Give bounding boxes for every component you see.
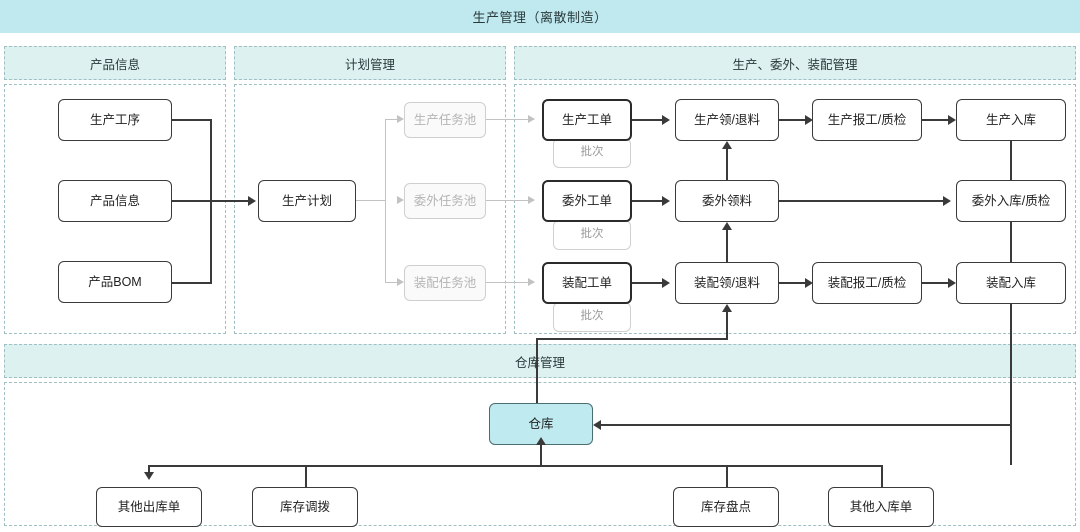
edge-bus-to-pool-assembly [385,282,399,284]
edge-inbound-to-warehouse-vertical [1010,304,1012,465]
node-inbound-assembly[interactable]: 装配入库 [956,262,1066,304]
node-batch-assembly[interactable]: 批次 [553,302,631,332]
arrowhead-to-production-plan [248,196,256,206]
node-stock-count[interactable]: 库存盘点 [673,487,779,527]
edge-warehouse-feed-horizontal [536,338,728,340]
edge-pick-outsource-to-production [726,149,728,180]
arrowhead-to-inbound-outsource [943,196,951,206]
arrowhead-pick-production-up [722,141,732,149]
edge-pool-to-wo-assembly [486,282,534,284]
edge-bom-to-bus [172,282,212,284]
page-title: 生产管理（离散制造） [0,0,1080,33]
edge-pool-to-wo-outsource [486,200,534,202]
node-product-bom[interactable]: 产品BOM [58,261,172,303]
section-header-plan-management: 计划管理 [234,46,506,80]
arrowhead-to-wo-assembly [528,278,535,286]
arrowhead-to-pick-production [662,115,670,125]
bottom-distribution-bus [148,465,882,467]
node-pick-assembly[interactable]: 装配领/退料 [675,262,779,304]
edge-inbound-production-to-outsource [1010,141,1012,180]
section-header-product-info: 产品信息 [4,46,226,80]
edge-pool-distribution-bus [385,119,387,283]
node-production-process[interactable]: 生产工序 [58,99,172,141]
node-work-order-production[interactable]: 生产工单 [542,99,632,141]
edge-inbound-outsource-to-assembly [1010,222,1012,262]
node-batch-outsource[interactable]: 批次 [553,220,631,250]
arrowhead-to-report-assembly [805,278,813,288]
arrowhead-pick-outsource-up [722,222,732,230]
node-stock-transfer[interactable]: 库存调拨 [252,487,358,527]
edge-warehouse-to-pick-assembly [726,312,728,340]
node-other-inbound[interactable]: 其他入库单 [828,487,934,527]
arrowhead-to-pool-assembly [397,278,404,286]
arrowhead-to-pick-assembly [662,278,670,288]
arrowhead-to-warehouse-left [593,420,601,430]
arrowhead-to-pick-outsource [662,196,670,206]
node-batch-production[interactable]: 批次 [553,138,631,168]
edge-bus-to-other-inbound [881,465,883,488]
arrowhead-to-wo-outsource [528,196,535,204]
node-work-order-assembly[interactable]: 装配工单 [542,262,632,304]
arrowhead-to-inbound-assembly [948,278,956,288]
node-production-plan[interactable]: 生产计划 [258,180,356,222]
node-pool-production[interactable]: 生产任务池 [404,102,486,138]
panel-plan-management [234,84,506,334]
node-inbound-outsource[interactable]: 委外入库/质检 [956,180,1066,222]
edge-wo-to-pick-outsource [632,200,664,202]
node-pick-production[interactable]: 生产领/退料 [675,99,779,141]
edge-warehouse-to-bottom-bus [540,445,542,465]
edge-pool-to-wo-production [486,119,534,121]
edge-report-to-inbound-assembly [922,282,950,284]
panel-production-management [514,84,1076,334]
edge-process-to-bus [172,119,212,121]
edge-pick-assembly-to-outsource [726,230,728,262]
node-inbound-production[interactable]: 生产入库 [956,99,1066,141]
panel-product-info [4,84,226,334]
arrowhead-to-inbound-production [948,115,956,125]
edge-inbound-to-warehouse-horizontal [601,424,1011,426]
edge-pick-outsource-to-inbound [779,200,945,202]
edge-bus-to-stock-transfer [305,465,307,488]
arrowhead-to-wo-production [528,115,535,123]
edge-warehouse-feed-vertical [536,338,538,404]
node-report-production[interactable]: 生产报工/质检 [812,99,922,141]
edge-wo-to-pick-production [632,119,664,121]
arrowhead-to-pool-outsource [397,196,404,204]
node-pick-outsource[interactable]: 委外领料 [675,180,779,222]
node-product-info[interactable]: 产品信息 [58,180,172,222]
arrowhead-pick-assembly-up [722,304,732,312]
node-other-outbound[interactable]: 其他出库单 [96,487,202,527]
node-work-order-outsource[interactable]: 委外工单 [542,180,632,222]
edge-bus-to-stock-count [726,465,728,488]
arrowhead-to-pool-production [397,115,404,123]
edge-bus-to-other-outbound [148,465,150,477]
node-report-assembly[interactable]: 装配报工/质检 [812,262,922,304]
panel-warehouse [4,382,1076,526]
edge-pick-to-report-production [779,119,807,121]
edge-bus-to-pool-production [385,119,399,121]
arrowhead-warehouse-up [536,437,546,445]
edge-bus-to-plan [172,200,250,202]
node-pool-assembly[interactable]: 装配任务池 [404,265,486,301]
edge-plan-to-pool-bus [356,200,386,202]
edge-pick-to-report-assembly [779,282,807,284]
edge-report-to-inbound-production [922,119,950,121]
edge-wo-to-pick-assembly [632,282,664,284]
arrowhead-to-report-production [805,115,813,125]
section-header-production-management: 生产、委外、装配管理 [514,46,1076,80]
node-pool-outsource[interactable]: 委外任务池 [404,183,486,219]
section-header-warehouse: 仓库管理 [4,344,1076,378]
arrowhead-to-other-outbound [144,472,154,480]
